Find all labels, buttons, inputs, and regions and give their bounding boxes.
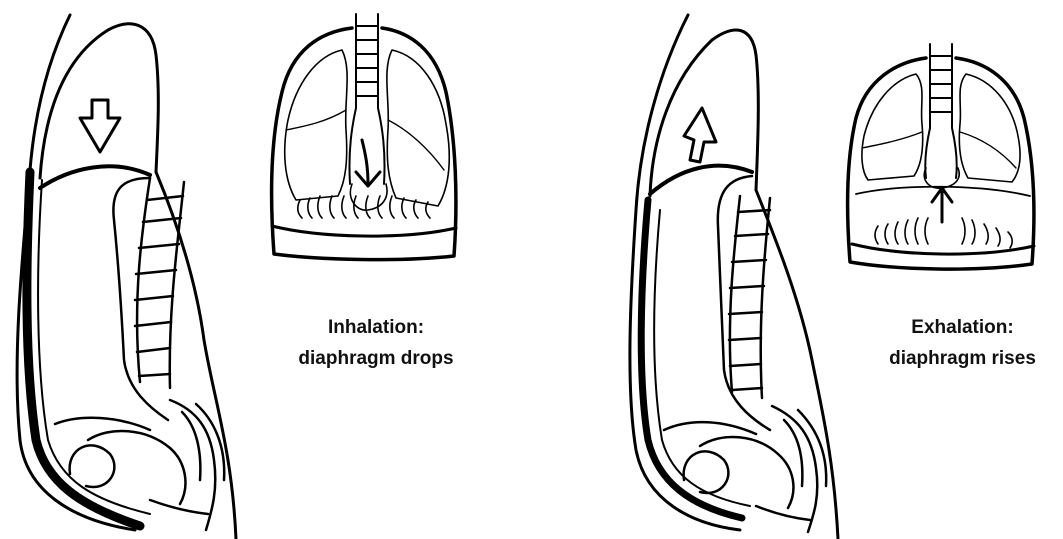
inhalation-front-outline: [156, 172, 236, 539]
inhalation-airway: [135, 178, 184, 388]
exhalation-body-side-view: [630, 15, 838, 539]
inhalation-down-arrow-icon: [80, 100, 120, 152]
inhalation-diaphragm: [40, 166, 150, 188]
exhalation-pelvis: [664, 406, 826, 532]
inhalation-lungs-front-view: [272, 14, 456, 260]
exhalation-airway: [729, 196, 770, 398]
exhalation-caption-line2: diaphragm rises: [862, 343, 1063, 374]
exhalation-up-arrow-icon: [684, 108, 716, 162]
inhalation-inner-back-line: [38, 180, 150, 514]
exhalation-heart: [924, 168, 959, 188]
exhalation-chest-base: [852, 244, 1034, 254]
inhalation-body-side-view: [17, 15, 236, 539]
inhalation-curved-arrow-icon: [362, 140, 368, 184]
inhalation-chest-base: [272, 226, 456, 236]
inhalation-caption-line1: Inhalation:: [280, 312, 472, 343]
exhalation-inner-back-line: [654, 210, 750, 506]
exhalation-diaphragm-strands: [875, 218, 1012, 248]
inhalation-diaphragm-strands: [298, 196, 430, 218]
exhalation-trachea: [925, 44, 957, 178]
inhalation-left-lung: [285, 50, 347, 200]
exhalation-back-outline: [630, 15, 740, 530]
exhalation-left-lung-lobe: [862, 132, 922, 148]
inhalation-left-lung-lobe: [286, 110, 346, 130]
exhalation-caption-line1: Exhalation:: [862, 312, 1063, 343]
inhalation-caption-line2: diaphragm drops: [280, 343, 472, 374]
inhalation-caption: Inhalation: diaphragm drops: [280, 312, 472, 374]
inhalation-right-lung-lobe: [388, 120, 444, 170]
exhalation-lungs-front-view: [848, 44, 1034, 269]
exhalation-caption: Exhalation: diaphragm rises: [862, 312, 1063, 374]
exhalation-right-lung-lobe: [960, 132, 1016, 168]
